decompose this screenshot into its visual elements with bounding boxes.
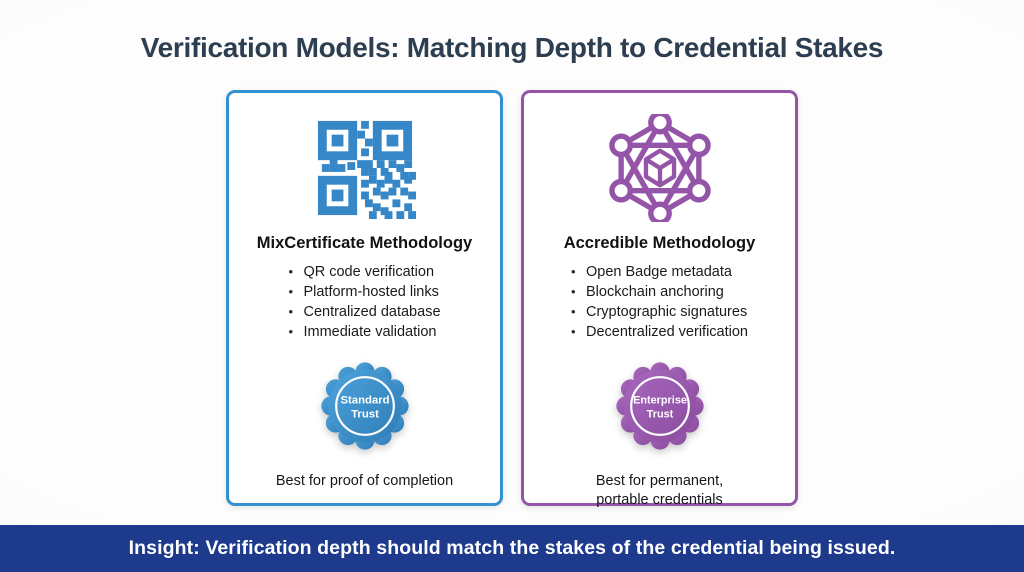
card-title-accredible: Accredible Methodology: [563, 234, 756, 252]
slide-title: Verification Models: Matching Depth to C…: [140, 32, 884, 63]
card-title-mixcertificate: MixCertificate Methodology: [256, 234, 473, 252]
footer-line: Best for permanent,: [595, 473, 724, 489]
badge-label-line1: Standard: [340, 394, 389, 406]
badge-label-line2: Trust: [351, 408, 379, 420]
standard-trust-badge-icon: Standard Trust: [317, 358, 413, 459]
insight-banner: Insight: Verification depth should match…: [0, 525, 1024, 572]
blockchain-network-icon: [606, 114, 714, 222]
insight-text: Insight: Verification depth should match…: [128, 537, 896, 559]
badge-label-line2: Trust: [646, 408, 673, 420]
feature-item: Decentralized verification: [571, 322, 748, 342]
footer-line: portable credentials: [596, 492, 723, 508]
feature-list-accredible: Open Badge metadata Blockchain anchoring…: [571, 262, 748, 342]
enterprise-trust-badge-icon: Enterprise Trust: [612, 358, 708, 459]
card-accredible: Accredible Methodology Open Badge metada…: [521, 90, 798, 508]
feature-item: Immediate validation: [288, 322, 440, 342]
feature-list-mixcertificate: QR code verification Platform-hosted lin…: [288, 262, 440, 342]
qr-code-icon: [314, 115, 416, 221]
feature-item: Blockchain anchoring: [571, 282, 748, 302]
feature-item: Open Badge metadata: [571, 262, 748, 282]
card-mixcertificate: MixCertificate Methodology QR code verif…: [226, 90, 503, 506]
badge-label-line1: Enterprise: [633, 394, 687, 406]
card-footer-mixcertificate: Best for proof of completion: [276, 472, 453, 491]
footer-line: Best for proof of completion: [275, 473, 454, 489]
card-footer-accredible: Best for permanent, portable credentials: [596, 472, 723, 510]
feature-item: QR code verification: [288, 262, 440, 282]
feature-item: Centralized database: [288, 302, 440, 322]
feature-item: Cryptographic signatures: [571, 302, 748, 322]
feature-item: Platform-hosted links: [288, 282, 440, 302]
